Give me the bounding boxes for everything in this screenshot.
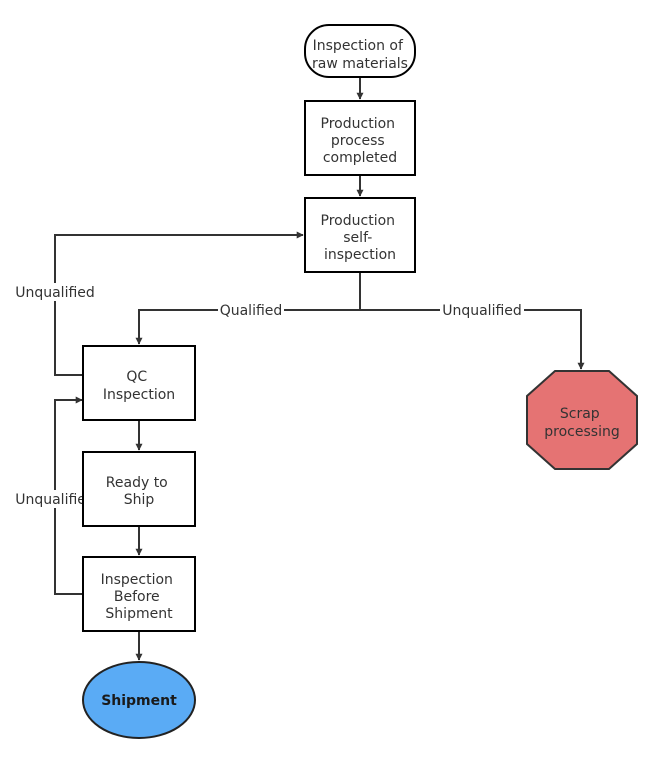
edge-label-unqualified-scrap: Unqualified — [442, 303, 522, 319]
node-label: Scrap processing — [544, 406, 619, 440]
node-label-line: Production — [321, 116, 395, 132]
edge-label-unqualified-shipment: Unqualified — [15, 492, 95, 508]
node-label: Production process completed — [321, 116, 400, 166]
node-label-line: Ship — [124, 492, 155, 508]
scrap-octagon — [526, 370, 638, 470]
node-label-line: process — [331, 133, 385, 149]
node-label: Ready to Ship — [106, 475, 172, 508]
node-label-line: QC — [126, 369, 147, 385]
node-label-line: Inspection — [101, 572, 173, 588]
node-production-self-inspection: Production self- inspection — [304, 197, 416, 273]
node-label-line: Shipment — [101, 693, 177, 709]
edge-labels: Qualified Unqualified Unqualified Unqual… — [13, 283, 524, 508]
edge-self-inspection-to-scrap — [360, 309, 585, 370]
node-raw-materials-inspection: Inspection of raw materials — [304, 24, 416, 78]
node-label-line: inspection — [324, 247, 396, 263]
node-label-line: Inspection of — [313, 38, 404, 54]
node-label-line: Scrap — [560, 406, 600, 422]
node-label-line: completed — [323, 150, 397, 166]
node-label: Inspection of raw materials — [312, 38, 408, 72]
node-label: QC Inspection — [103, 369, 175, 403]
edge-qc-back-to-self-inspection — [54, 231, 304, 376]
node-label-line: raw materials — [312, 56, 408, 72]
node-shipment: Shipment — [82, 661, 196, 739]
node-label-line: Production — [321, 213, 395, 229]
node-label-line: Ready to — [106, 475, 168, 491]
shipment-ellipse — [82, 661, 196, 739]
node-label-line: processing — [544, 424, 619, 440]
node-label-line: Shipment — [105, 606, 173, 622]
node-qc-inspection: QC Inspection — [82, 345, 196, 421]
node-ready-to-ship: Ready to Ship — [82, 451, 196, 527]
node-label: Production self- inspection — [321, 213, 400, 263]
node-label-line: Before — [114, 589, 160, 605]
node-label: Inspection Before Shipment — [101, 572, 178, 622]
node-label-line: Inspection — [103, 387, 175, 403]
node-label: Shipment — [101, 693, 177, 709]
node-production-completed: Production process completed — [304, 100, 416, 176]
node-label-line: self- — [343, 230, 372, 246]
node-scrap-processing: Scrap processing — [526, 370, 638, 470]
edge-label-qualified: Qualified — [220, 303, 283, 319]
edge-label-unqualified-qc: Unqualified — [15, 285, 95, 301]
node-inspection-before-shipment: Inspection Before Shipment — [82, 556, 196, 632]
